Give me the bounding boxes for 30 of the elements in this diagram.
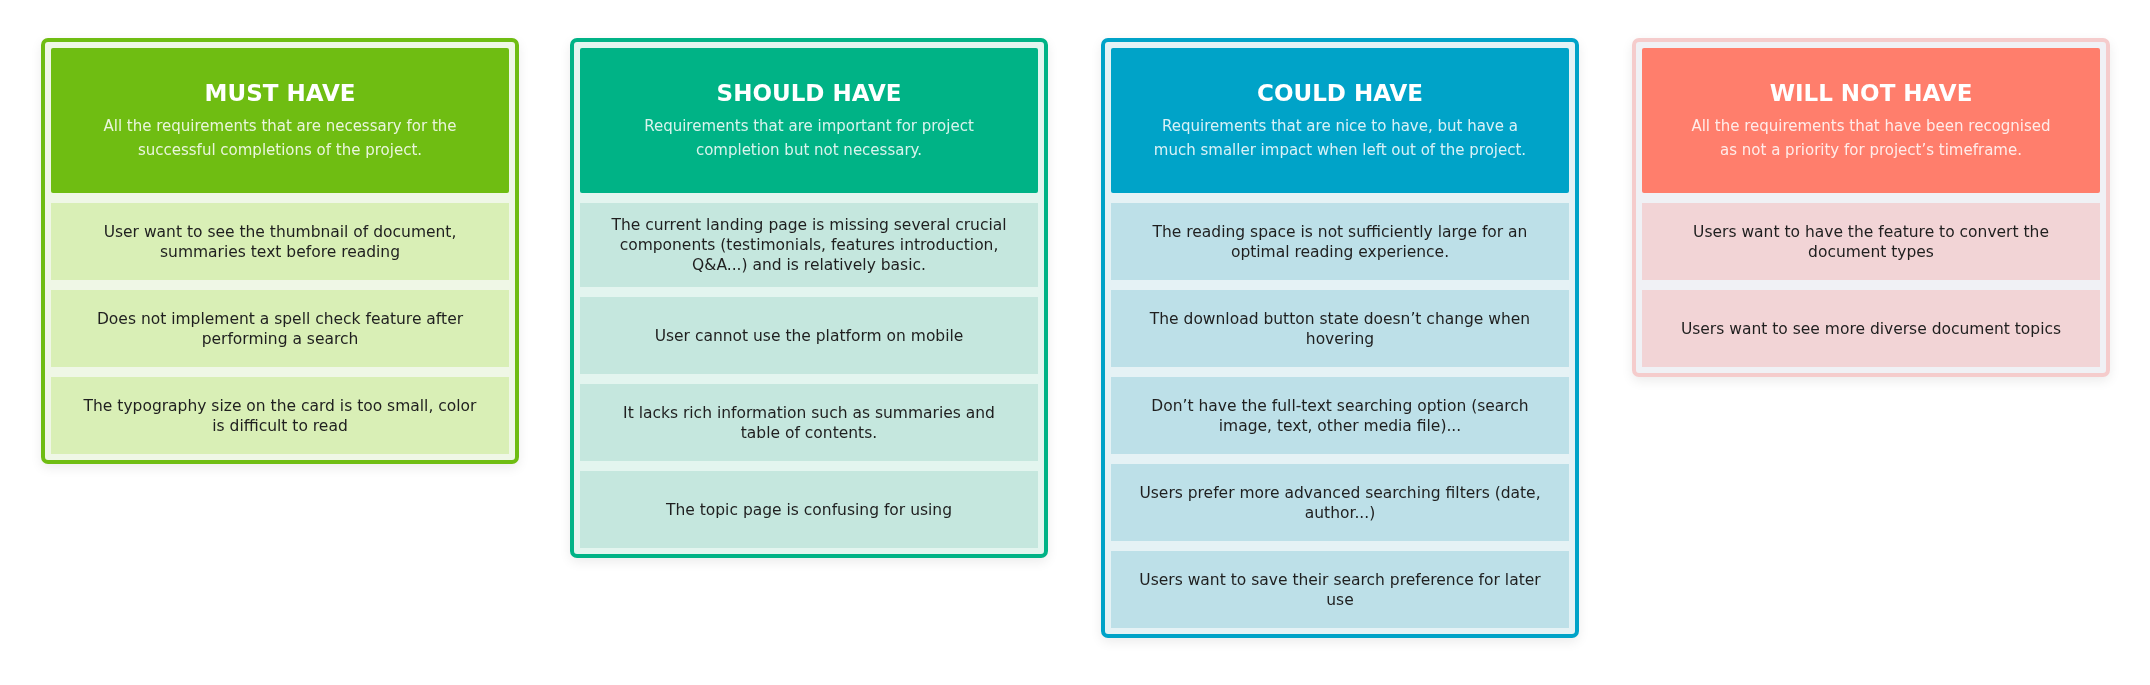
requirement-card: It lacks rich information such as summaries and table of contents. [580, 384, 1038, 461]
requirement-card: The current landing page is missing several crucial components (testimonials, features introduction, Q&A...) and is relatively basic. [580, 203, 1038, 287]
category-header [580, 48, 1038, 193]
requirement-card: User want to see the thumbnail of document, summaries text before reading [51, 203, 509, 280]
category-title: SHOULD HAVE [716, 79, 902, 106]
category-description: Requirements that are nice to have, but have a much smaller impact when left out of the project. [1152, 115, 1528, 161]
column-card [570, 38, 1048, 558]
requirement-card: Users want to see more diverse document topics [1642, 290, 2100, 367]
category-description: Requirements that are important for project completion but not necessary. [643, 115, 975, 161]
requirement-card: The download button state doesn’t change when hovering [1111, 290, 1569, 367]
requirement-card: Users prefer more advanced searching filters (date, author...) [1111, 464, 1569, 541]
requirement-card: Don’t have the full-text searching option (search image, text, other media file)... [1111, 377, 1569, 454]
requirement-card: User cannot use the platform on mobile [580, 297, 1038, 374]
requirement-card: Users want to have the feature to convert the document types [1642, 203, 2100, 280]
requirement-card: Users want to save their search preference for later use [1111, 551, 1569, 628]
category-title: COULD HAVE [1257, 79, 1423, 106]
category-header [51, 48, 509, 193]
column-card [1101, 38, 1579, 638]
category-description: All the requirements that have been recognised as not a priority for project’s timeframe. [1690, 115, 2052, 161]
category-header [1642, 48, 2100, 193]
requirement-card: The reading space is not sufficiently large for an optimal reading experience. [1111, 203, 1569, 280]
column-card [41, 38, 519, 464]
requirement-card: The topic page is confusing for using [580, 471, 1038, 548]
column-card [1632, 38, 2110, 377]
category-title: WILL NOT HAVE [1769, 79, 1973, 106]
category-title: MUST HAVE [204, 79, 356, 106]
requirement-card: Does not implement a spell check feature after performing a search [51, 290, 509, 367]
category-header [1111, 48, 1569, 193]
requirement-card: The typography size on the card is too small, color is difficult to read [51, 377, 509, 454]
category-description: All the requirements that are necessary for the successful completions of the project. [102, 115, 458, 161]
